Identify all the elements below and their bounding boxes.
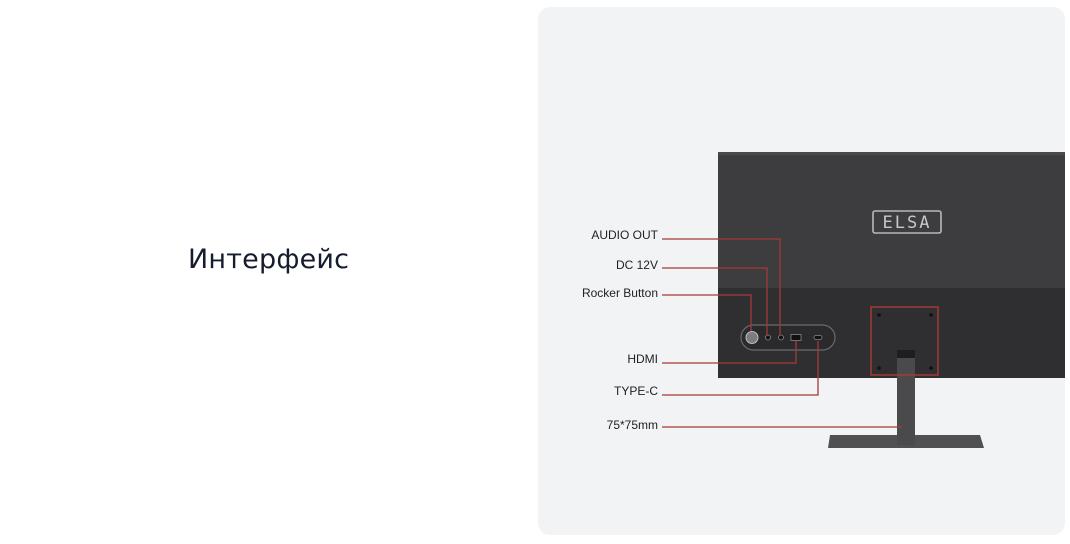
label-vesa: 75*75mm <box>606 418 658 432</box>
dc-12v-leader <box>662 267 768 335</box>
page-title: Интерфейс <box>188 244 350 275</box>
audio-out-leader <box>662 238 781 335</box>
label-type-c: TYPE-C <box>613 384 658 398</box>
elsa-logo <box>872 210 942 234</box>
label-rocker-button: Rocker Button <box>581 286 658 300</box>
type-c-port-icon <box>813 335 823 340</box>
label-hdmi: HDMI <box>627 352 658 366</box>
audio-jack-icon <box>765 334 771 341</box>
vesa-mount-outline <box>870 306 939 376</box>
rocker-button-leader <box>662 294 752 331</box>
type-c-leader <box>662 341 819 396</box>
rocker-button-icon <box>745 331 759 344</box>
hdmi-port-icon <box>790 334 802 341</box>
product-image-panel: ELSA AUDIO OUT DC 12V Rocker Button HDMI… <box>538 7 1065 535</box>
vesa-screw-hole <box>877 313 881 317</box>
dc-jack-icon <box>778 334 784 341</box>
stand-neck <box>897 350 915 445</box>
monitor-back-illustration: ELSA <box>662 152 1065 448</box>
vesa-screw-hole <box>877 366 881 370</box>
port-panel <box>740 324 836 351</box>
vesa-screw-hole <box>929 313 933 317</box>
label-dc-12v: DC 12V <box>615 258 658 272</box>
vesa-screw-hole <box>929 366 933 370</box>
leader-lines <box>662 238 902 428</box>
hdmi-leader <box>662 341 797 364</box>
label-audio-out: AUDIO OUT <box>591 228 658 242</box>
monitor-upper-back <box>718 152 1065 288</box>
elsa-logo-text: ELSA <box>883 213 932 233</box>
